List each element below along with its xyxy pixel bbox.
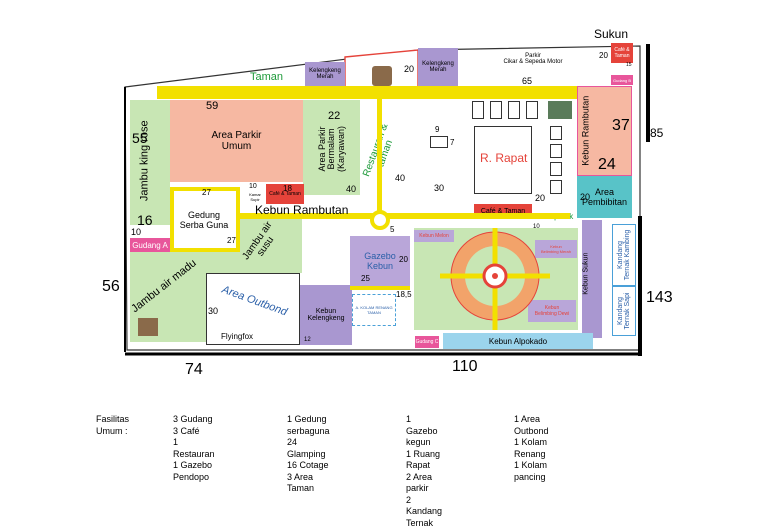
label-kandang-kambing: Kandang Ternak Kambing	[613, 225, 635, 285]
fac-item: 1 Restauran	[173, 437, 215, 460]
box-9	[430, 136, 448, 148]
label-10-a: 10	[131, 228, 141, 237]
area-taman: Taman	[250, 72, 283, 84]
label-25: 25	[361, 275, 370, 283]
fac-item: 16 Cotage	[287, 460, 330, 472]
roundabout	[370, 210, 390, 230]
kolam-renang: A. KOLAM RENANG TAMAN	[352, 294, 396, 326]
fac-item: 2 Area parkir	[406, 472, 442, 495]
label-37: 37	[612, 118, 630, 135]
kebun-kelengkeng: Kebun Kelengkeng	[300, 285, 352, 345]
label-20-c: 20	[399, 256, 408, 264]
fac-item: 1 Ruang Rapat	[406, 449, 442, 472]
facilities-col-4: 1 Area Outbond 1 Kolam Renang 1 Kolam pa…	[514, 414, 549, 483]
kebun-icon-top	[372, 66, 392, 86]
label-flyingfox: Flyingfox	[221, 333, 253, 341]
site-map: Sukun 85 56 74 110 143 Taman Kelengkeng …	[0, 0, 768, 400]
gudang-b: Gudang B	[611, 75, 633, 85]
label-40-a: 40	[346, 185, 356, 194]
gedung-serba-guna: Gedung Serba Guna	[174, 200, 234, 240]
fac-item: 3 Gudang	[173, 414, 215, 426]
label-40-b: 40	[395, 174, 405, 183]
fac-item: 3 Café	[173, 426, 215, 438]
label-sukun-top: Sukun	[594, 28, 628, 41]
label-59: 59	[206, 101, 218, 113]
fac-item: 1 Gazebo kegun	[406, 414, 442, 449]
fac-item: 3 Area Taman	[287, 472, 330, 495]
gudang-c: Gudang C	[415, 336, 439, 348]
label-12: 12	[304, 337, 311, 343]
fac-item: 1 Kolam pancing	[514, 460, 549, 483]
label-143: 143	[646, 290, 673, 307]
label-74: 74	[185, 362, 203, 379]
label-30-mid: 30	[434, 184, 444, 193]
facilities-col-2: 1 Gedung serbaguna 24 Glamping 16 Cotage…	[287, 414, 330, 495]
label-r-rapat: R. Rapat	[480, 152, 527, 165]
cafe-taman-top: Café & Taman	[611, 43, 633, 63]
kamar-supir: Kamar Supir	[244, 190, 266, 203]
label-85: 85	[650, 127, 663, 140]
cabin-col-right	[550, 126, 574, 196]
label-22: 22	[328, 111, 340, 123]
cabin-icons	[472, 101, 572, 121]
label-jambu-king-rose: Jambu king rose	[140, 120, 152, 201]
facilities-title: Fasilitas Umum :	[96, 414, 129, 437]
fac-item: 1 Gazebo Pendopo	[173, 460, 215, 483]
label-9: 9	[435, 126, 439, 134]
gudang-a: Gudang A	[130, 238, 170, 252]
label-18-5: 18,5	[396, 291, 412, 299]
fac-item: 2 Kandang Ternak	[406, 495, 442, 529]
label-7: 7	[450, 139, 454, 147]
label-20-top-right: 20	[599, 52, 608, 60]
label-16: 16	[137, 213, 153, 228]
area-parkir-umum: Area Parkir Umum	[170, 100, 303, 182]
fac-item: 1 Gedung serbaguna	[287, 414, 330, 437]
label-27-a: 27	[202, 189, 211, 197]
kebun-alpokado: Kebun Alpokado	[443, 333, 593, 349]
kelengkeng-merah-1: Kelengkeng Merah	[305, 62, 345, 86]
facilities-col-1: 3 Gudang 3 Café 1 Restauran 1 Gazebo Pen…	[173, 414, 215, 483]
kelengkeng-merah-2: Kelengkeng Merah	[418, 48, 458, 86]
fac-item: 24 Glamping	[287, 437, 330, 460]
label-18: 18	[283, 185, 292, 193]
parkir-motor: Parkir Cikar & Sepeda Motor	[458, 44, 608, 74]
label-15: 15	[626, 63, 632, 68]
fac-item: 1 Area Outbond	[514, 414, 549, 437]
facilities-col-3: 1 Gazebo kegun 1 Ruang Rapat 2 Area park…	[406, 414, 442, 529]
label-30-b: 30	[208, 307, 218, 316]
road-top	[157, 86, 610, 99]
label-20-a: 20	[404, 65, 414, 74]
label-110: 110	[452, 359, 478, 376]
label-20-right: 20	[580, 193, 590, 202]
label-56: 56	[102, 279, 120, 296]
label-24: 24	[598, 157, 616, 174]
label-5: 5	[390, 226, 394, 234]
label-27-b: 27	[227, 237, 236, 245]
gazebo-icon-left	[138, 318, 158, 336]
garden-radial	[440, 228, 550, 330]
fac-item: 1 Kolam Renang	[514, 437, 549, 460]
label-kebun-rambutan-right: Kebun Rambutan	[581, 96, 590, 166]
label-kebun-sukun: Kebun Sukun	[582, 253, 589, 295]
label-20-mid: 20	[535, 194, 545, 203]
site-boundary	[0, 0, 768, 400]
label-kandang-sapi: Kandang Ternak Sapi	[613, 286, 635, 336]
